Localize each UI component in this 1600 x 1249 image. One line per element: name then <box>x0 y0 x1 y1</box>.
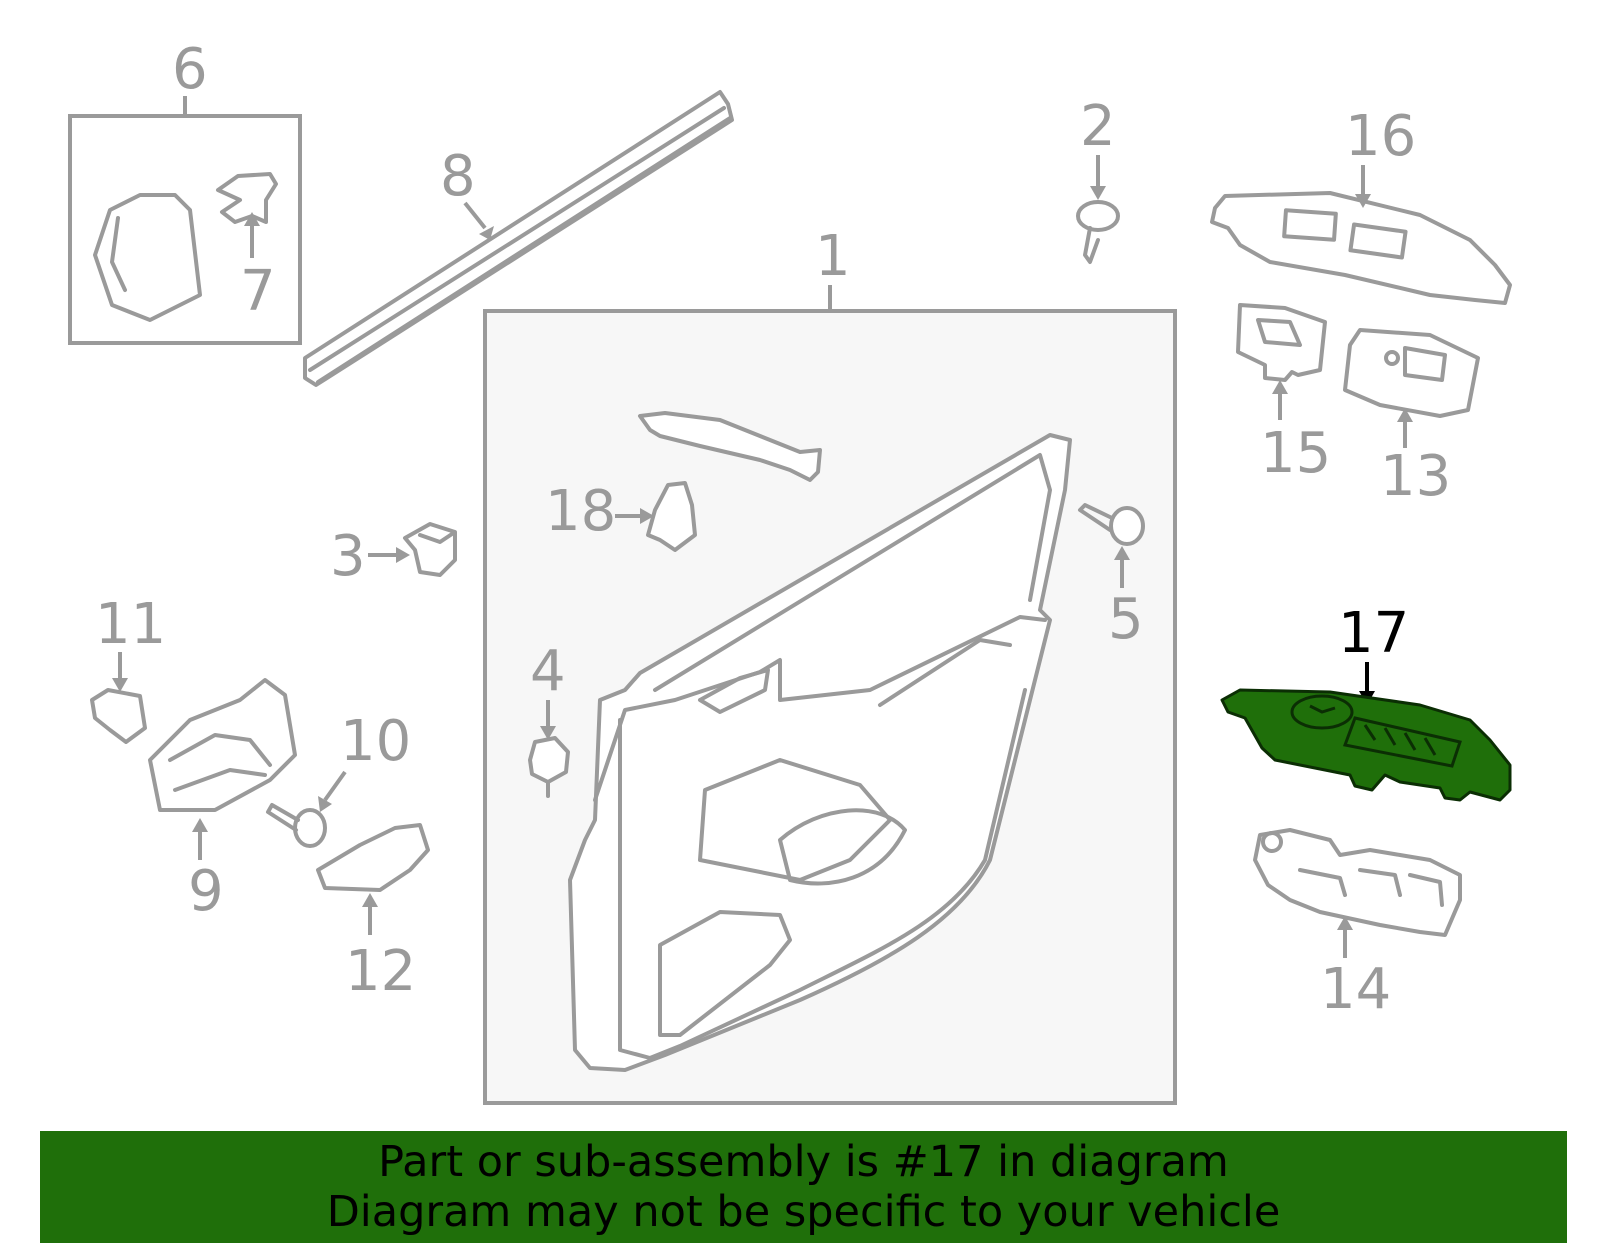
part-9-bracket[interactable] <box>148 678 297 812</box>
banner-line-1: Part or sub-assembly is #17 in diagram <box>378 1137 1229 1187</box>
callout-5: 5 <box>1108 587 1144 652</box>
callout-1: 1 <box>815 224 851 289</box>
callout-3: 3 <box>330 524 366 589</box>
part-10-screw[interactable] <box>266 803 327 848</box>
callout-17: 17 <box>1338 601 1409 666</box>
part-8-weatherstrip[interactable] <box>303 90 734 387</box>
callout-14: 14 <box>1320 957 1391 1022</box>
part-6-cover <box>93 193 202 322</box>
banner-line-2: Diagram may not be specific to your vehi… <box>326 1187 1281 1237</box>
callout-2: 2 <box>1080 94 1116 159</box>
part-7-clip <box>216 172 278 224</box>
callout-6: 6 <box>172 37 208 102</box>
part-14-master-switch[interactable] <box>1253 828 1462 937</box>
part-16-bezel[interactable] <box>1210 191 1512 305</box>
callout-18: 18 <box>545 479 616 544</box>
callout-13: 13 <box>1380 444 1451 509</box>
callout-12: 12 <box>345 939 416 1004</box>
part-5-screw[interactable] <box>1078 503 1145 546</box>
part-6-group[interactable]: 6 <box>68 37 302 345</box>
callout-4: 4 <box>530 639 566 704</box>
callout-7: 7 <box>240 259 276 324</box>
part-17-bezel-highlighted[interactable] <box>1220 688 1512 802</box>
part-18-insert <box>638 411 822 482</box>
callout-10: 10 <box>340 709 411 774</box>
part-4-clip <box>528 736 570 784</box>
callout-9: 9 <box>188 859 224 924</box>
notice-banner: Part or sub-assembly is #17 in diagram D… <box>40 1131 1567 1243</box>
callout-16: 16 <box>1345 104 1416 169</box>
part-11-clip[interactable] <box>90 688 147 744</box>
callout-8: 8 <box>440 144 476 209</box>
callout-11: 11 <box>95 592 166 657</box>
callout-15: 15 <box>1260 421 1331 486</box>
part-3-clip[interactable] <box>403 522 457 577</box>
part-13-switch[interactable] <box>1343 328 1480 418</box>
part-12-cover[interactable] <box>316 823 430 892</box>
part-1-door-trim-panel[interactable] <box>483 309 1177 1105</box>
part-15-switch[interactable] <box>1236 303 1327 382</box>
part-2-screw[interactable] <box>1076 200 1120 264</box>
